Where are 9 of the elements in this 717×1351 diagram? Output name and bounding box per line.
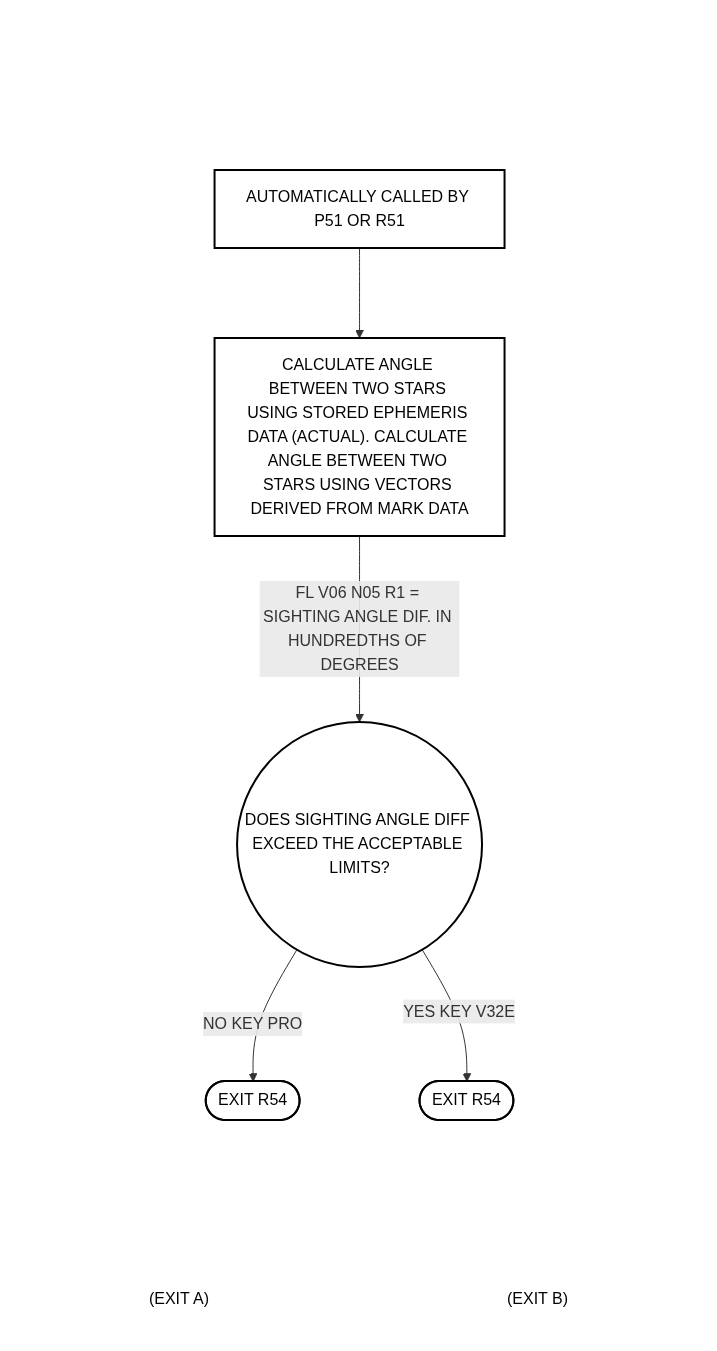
exit-note: (EXIT B) — [507, 1290, 569, 1308]
exit-note: (EXIT A) — [148, 1290, 210, 1308]
node-circle: DOES SIGHTING ANGLE DIFF EXCEED THE ACCEPTABLE LIMITS? — [235, 721, 483, 968]
edge-label: YES KEY V32E — [402, 1002, 515, 1020]
node-box: AUTOMATICALLY CALLED BY P51 OR R51 — [213, 169, 506, 249]
edge-label: FL V06 N05 R1 = SIGHTING ANGLE DIF. IN HUNDREDTHS OF DEGREES — [262, 584, 452, 673]
edge-label: NO KEY PRO — [202, 1014, 302, 1032]
arrow — [354, 247, 364, 339]
node-box: CALCULATE ANGLE BETWEEN TWO STARS USING STORED EPHEMERIS DATA (ACTUAL). CALCULATE ANGLE BETWEEN TWO STARS USING VECTORS DERIVED FROM MARK DATA — [213, 337, 506, 537]
